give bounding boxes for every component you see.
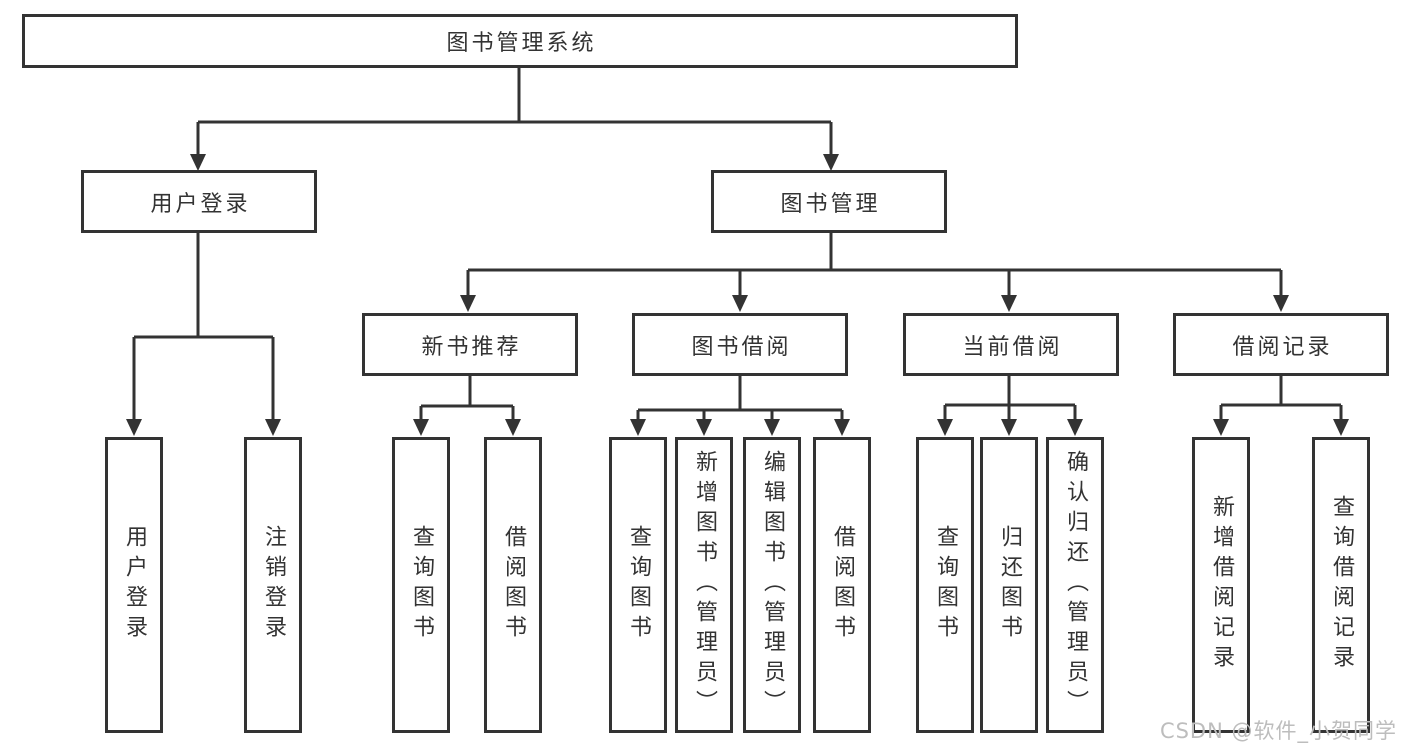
connector-line <box>943 376 1077 421</box>
leaf-borrow-add-book-admin: 新增图书（管理员） <box>675 437 733 733</box>
connector-line <box>132 233 275 421</box>
node-user-login: 用户登录 <box>81 170 317 233</box>
connector-borrow-records-children <box>1213 376 1349 436</box>
connector-book-management-children <box>460 233 1289 312</box>
node-new-book-recommendation: 新书推荐 <box>362 313 578 376</box>
connector-new-book-children <box>413 376 521 436</box>
leaf-label: 用户登录 <box>122 525 147 645</box>
arrowhead-icon <box>732 295 748 312</box>
connector-root-to-level2 <box>190 66 839 171</box>
leaf-borrow-edit-book-admin: 编辑图书（管理员） <box>743 437 801 733</box>
connector-line <box>419 376 515 421</box>
arrowhead-icon <box>1001 295 1017 312</box>
leaf-records-add-record: 新增借阅记录 <box>1192 437 1250 733</box>
leaf-label: 确认归还（管理员） <box>1063 450 1088 720</box>
node-root-library-management-system: 图书管理系统 <box>22 14 1018 68</box>
arrowhead-icon <box>505 419 521 436</box>
connector-line <box>466 233 1283 297</box>
node-label: 图书管理 <box>780 191 881 217</box>
leaf-borrow-borrow-books: 借阅图书 <box>813 437 871 733</box>
node-borrowing-records: 借阅记录 <box>1173 313 1389 376</box>
leaf-records-query-record: 查询借阅记录 <box>1312 437 1370 733</box>
leaf-label: 新增借阅记录 <box>1209 495 1234 675</box>
leaf-current-confirm-return-admin: 确认归还（管理员） <box>1046 437 1104 733</box>
connector-line <box>636 376 844 421</box>
connector-current-borrow-children <box>937 376 1083 436</box>
node-label: 新书推荐 <box>421 334 522 360</box>
node-label: 借阅记录 <box>1232 334 1333 360</box>
leaf-label: 借阅图书 <box>501 525 526 645</box>
connector-line <box>196 66 833 156</box>
leaf-label: 归还图书 <box>997 525 1022 645</box>
arrowhead-icon <box>1273 295 1289 312</box>
leaf-label: 借阅图书 <box>830 525 855 645</box>
node-book-management: 图书管理 <box>711 170 947 233</box>
arrowhead-icon <box>190 154 206 171</box>
node-book-borrowing: 图书借阅 <box>632 313 848 376</box>
leaf-borrow-query-books: 查询图书 <box>609 437 667 733</box>
arrowhead-icon <box>126 419 142 436</box>
leaf-label: 注销登录 <box>261 525 286 645</box>
leaf-current-return-books: 归还图书 <box>980 437 1038 733</box>
arrowhead-icon <box>265 419 281 436</box>
connector-line <box>1219 376 1343 421</box>
csdn-watermark: CSDN @软件_小贺同学 <box>1159 719 1397 743</box>
leaf-label: 编辑图书（管理员） <box>760 450 785 720</box>
leaf-logout: 注销登录 <box>244 437 302 733</box>
leaf-label: 查询图书 <box>626 525 651 645</box>
leaf-user-login: 用户登录 <box>105 437 163 733</box>
leaf-current-query-books: 查询图书 <box>916 437 974 733</box>
arrowhead-icon <box>413 419 429 436</box>
node-label: 图书借阅 <box>691 334 792 360</box>
connector-book-borrow-children <box>630 376 850 436</box>
leaf-label: 查询借阅记录 <box>1329 495 1354 675</box>
node-label: 图书管理系统 <box>446 31 597 56</box>
arrowhead-icon <box>1333 419 1349 436</box>
node-label: 用户登录 <box>150 191 251 217</box>
node-current-borrowing: 当前借阅 <box>903 313 1119 376</box>
arrowhead-icon <box>696 419 712 436</box>
arrowhead-icon <box>1213 419 1229 436</box>
arrowhead-icon <box>937 419 953 436</box>
leaf-label: 查询图书 <box>409 525 434 645</box>
arrowhead-icon <box>834 419 850 436</box>
arrowhead-icon <box>460 295 476 312</box>
connector-user-login-children <box>126 233 281 436</box>
arrowhead-icon <box>1067 419 1083 436</box>
arrowhead-icon <box>764 419 780 436</box>
arrowhead-icon <box>630 419 646 436</box>
leaf-newbook-borrow-books: 借阅图书 <box>484 437 542 733</box>
node-label: 当前借阅 <box>962 334 1063 360</box>
arrowhead-icon <box>823 154 839 171</box>
leaf-label: 新增图书（管理员） <box>692 450 717 720</box>
arrowhead-icon <box>1001 419 1017 436</box>
leaf-newbook-query-books: 查询图书 <box>392 437 450 733</box>
leaf-label: 查询图书 <box>933 525 958 645</box>
